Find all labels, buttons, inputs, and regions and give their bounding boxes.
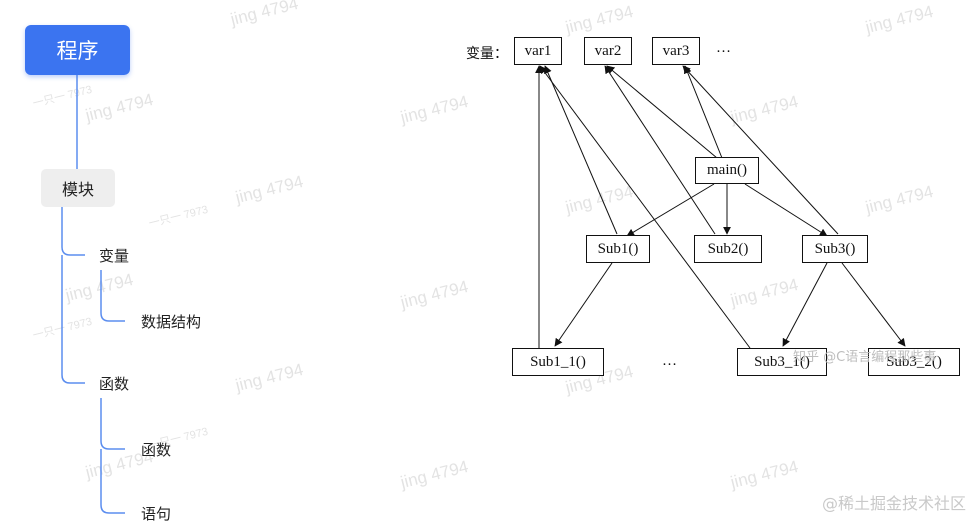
mind-map-root[interactable]: 程序 xyxy=(25,25,130,75)
mind-map-module[interactable]: 模块 xyxy=(41,169,115,207)
connector-variable-datastructure xyxy=(100,270,125,322)
connector-module-variable xyxy=(61,207,85,256)
sub1_1-box[interactable]: Sub1_1() xyxy=(512,348,604,376)
sub1-box[interactable]: Sub1() xyxy=(586,235,650,263)
mind-map-data-structure[interactable]: 数据结构 xyxy=(141,313,202,331)
zhihu-watermark: 知乎 @C语言编程那些事 xyxy=(793,350,937,365)
main-box[interactable]: main() xyxy=(695,157,759,184)
sub3_2-box[interactable]: Sub3_2() xyxy=(868,348,960,376)
arrow-sub2-var2 xyxy=(604,65,716,235)
arrow-sub3-sub3_1 xyxy=(782,262,828,347)
arrow-main-var3 xyxy=(683,65,723,159)
arrow-main-var2 xyxy=(606,65,718,159)
var2-box[interactable]: var2 xyxy=(584,37,632,65)
juejin-watermark: @稀土掘金技术社区 xyxy=(821,494,966,513)
var1-box[interactable]: var1 xyxy=(514,37,562,65)
sub3-box[interactable]: Sub3() xyxy=(802,235,868,263)
mind-map-sub-function[interactable]: 函数 xyxy=(141,441,172,459)
arrow-sub3_1-var1 xyxy=(539,65,751,349)
arrow-sub3-var3 xyxy=(682,65,839,235)
mind-map-function[interactable]: 函数 xyxy=(99,375,130,393)
arrow-main-sub3 xyxy=(744,183,828,237)
arrow-sub1-var1 xyxy=(544,65,618,235)
connector-function-sub-function xyxy=(100,398,125,450)
var3-box[interactable]: var3 xyxy=(652,37,700,65)
var-ellipsis: … xyxy=(716,40,731,56)
variables-label: 变量： xyxy=(466,46,508,62)
sub-ellipsis: … xyxy=(662,353,677,369)
sub2-box[interactable]: Sub2() xyxy=(694,235,762,263)
sub3_1-box[interactable]: Sub3_1() xyxy=(737,348,827,376)
arrow-sub1-sub1_1 xyxy=(554,262,613,347)
mind-map-statement[interactable]: 语句 xyxy=(141,505,172,523)
connector-module-function xyxy=(61,255,85,384)
connector-function-statement xyxy=(100,449,125,514)
arrow-sub3-sub3_2 xyxy=(841,262,906,347)
mind-map-variable[interactable]: 变量 xyxy=(99,247,130,265)
mind-map-connectors xyxy=(61,75,125,514)
arrow-main-sub1 xyxy=(626,183,715,237)
